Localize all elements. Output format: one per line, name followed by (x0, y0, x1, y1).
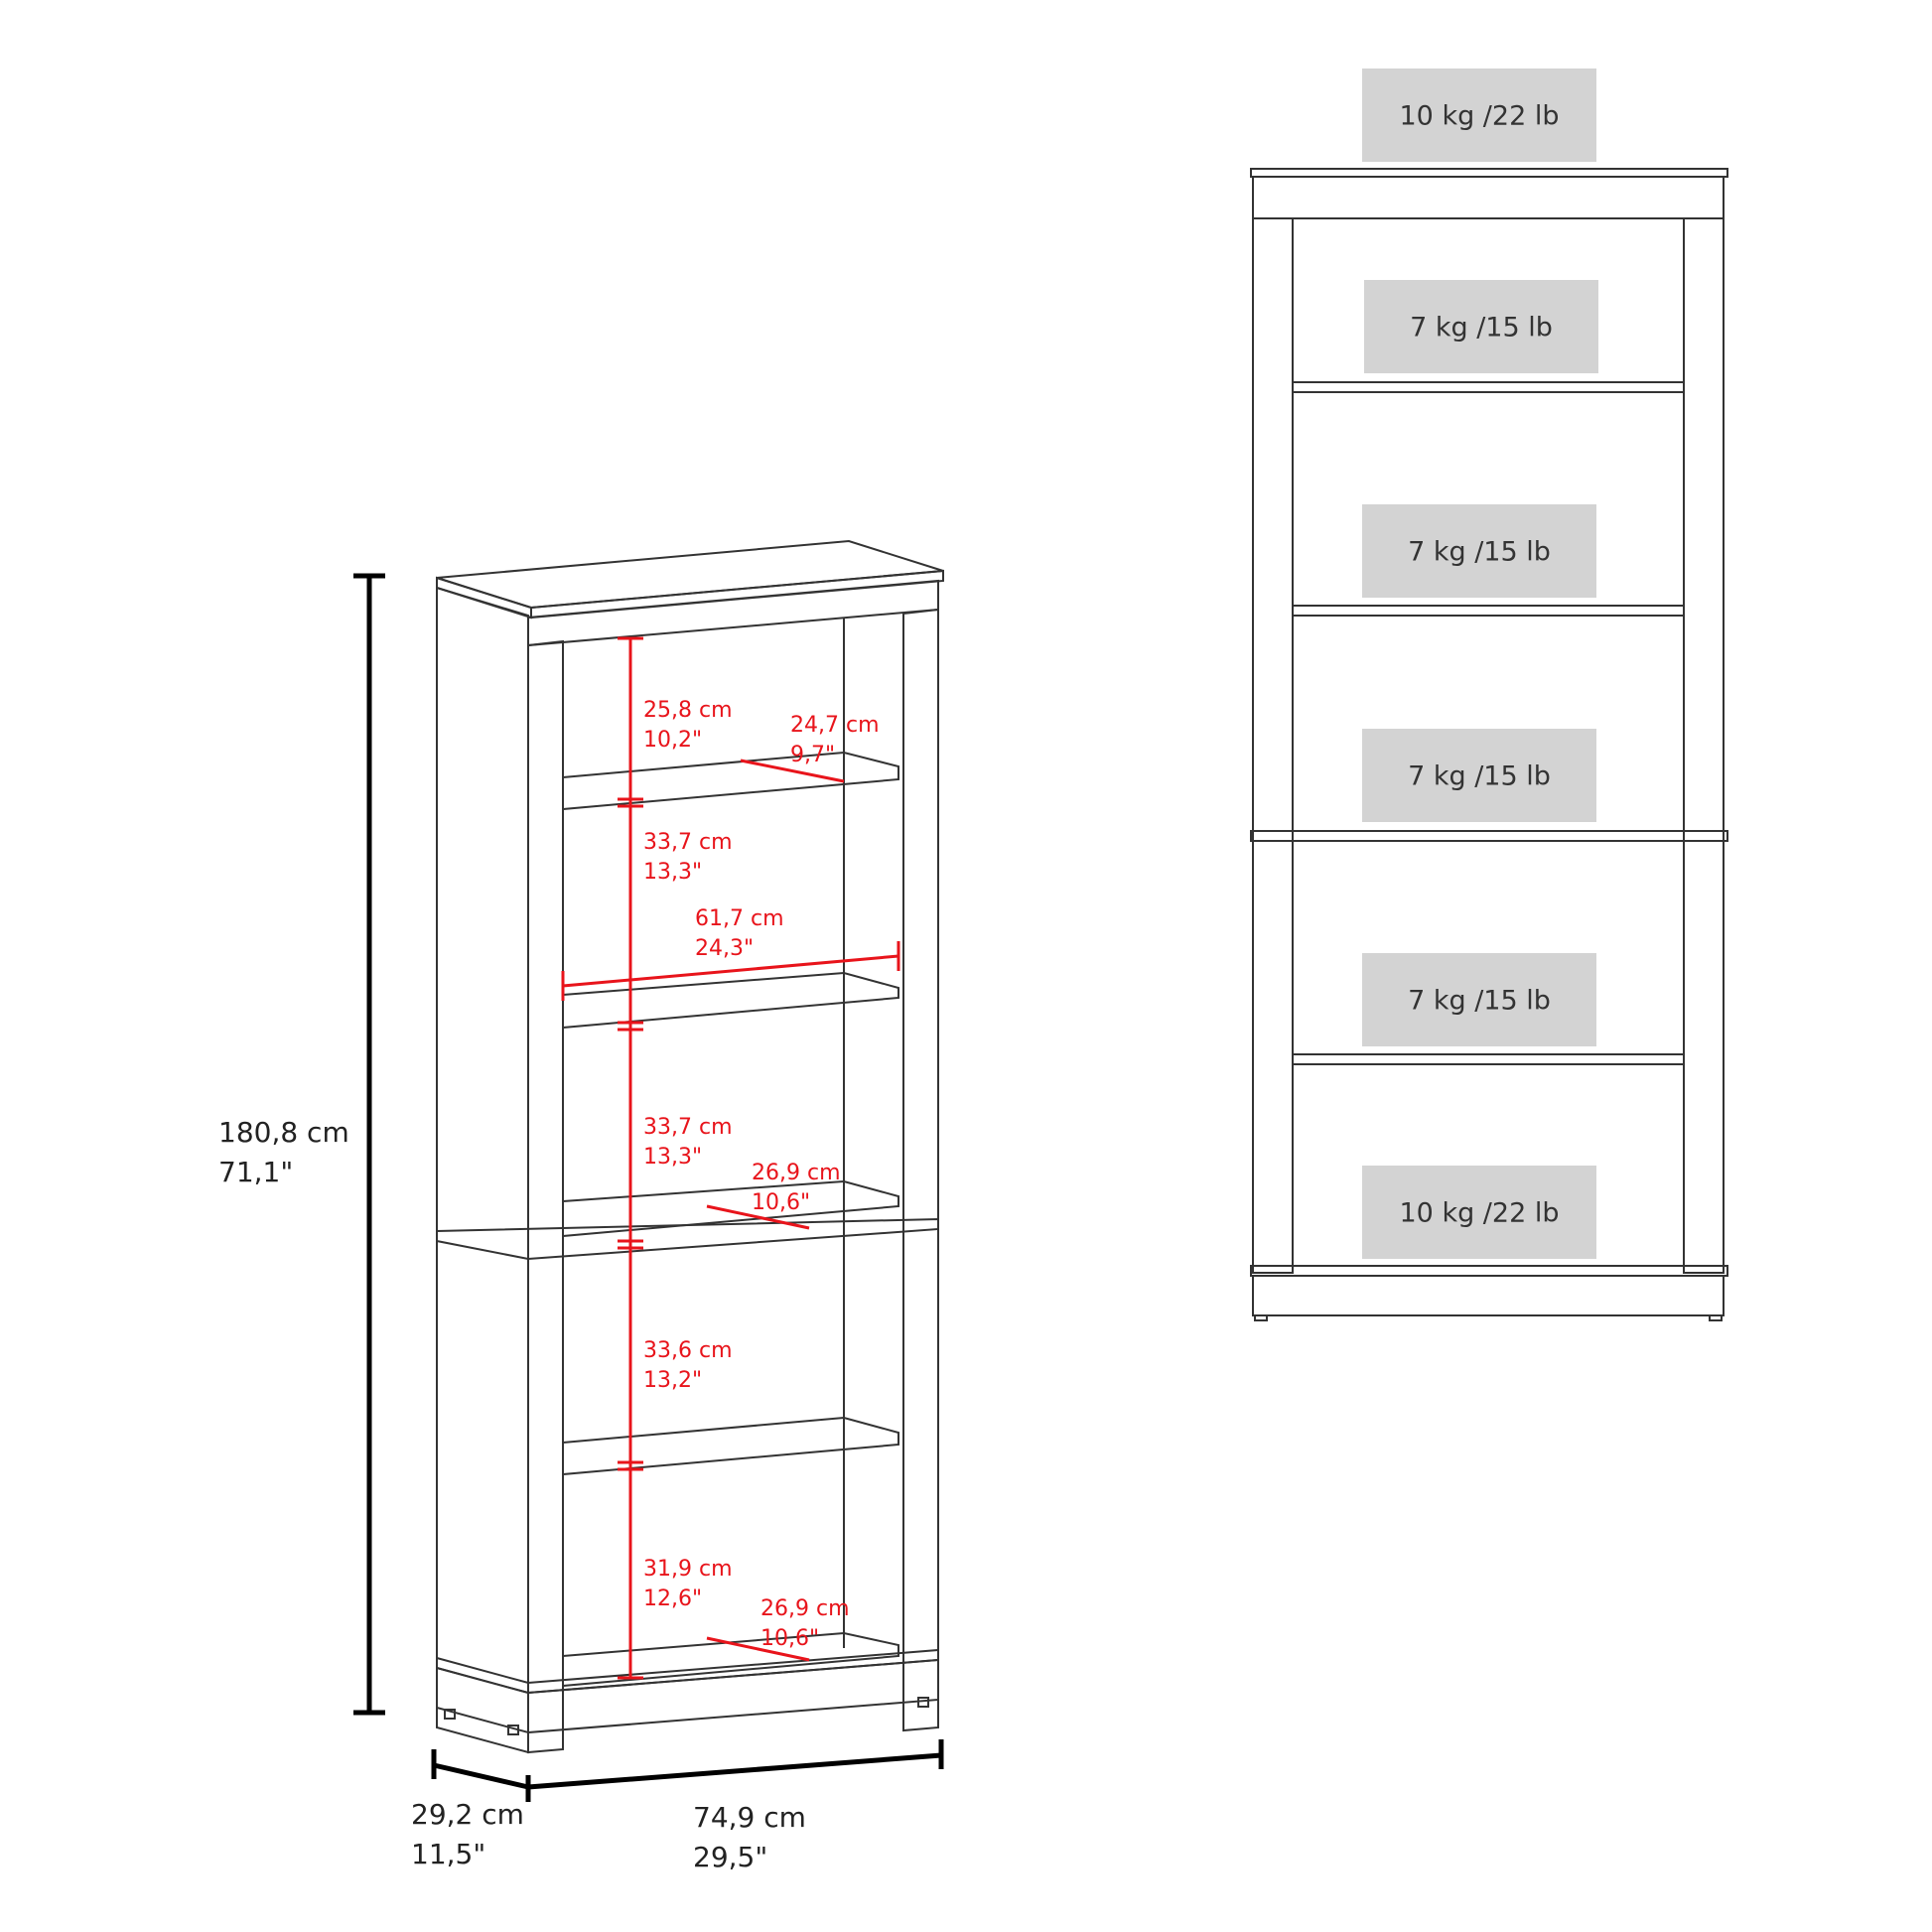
shelf-4 (562, 1416, 899, 1476)
shelf-depth-2-cm: 26,9 cm (752, 1161, 841, 1185)
shelf-depth-1-in: 9,7" (790, 743, 835, 767)
capacity-box-top (1362, 69, 1596, 162)
shelf-height-1-in: 10,2" (643, 728, 702, 753)
front-bottom-board (1250, 1265, 1728, 1277)
front-middle-divider (1250, 830, 1728, 842)
capacity-box-shelf-3 (1362, 729, 1596, 822)
shelf-depth-1-cm: 24,7 cm (790, 713, 880, 738)
shelf-depth-2-in: 10,6" (752, 1190, 810, 1215)
shelf-3 (562, 1179, 899, 1238)
bookcase-front-view (1250, 168, 1728, 1321)
height-cm-label: 180,8 cm (218, 1116, 349, 1149)
overall-height-dimension: 180,8 cm 71,1" (218, 573, 385, 1716)
depth-cm-label: 29,2 cm (411, 1798, 524, 1831)
capacity-shelf-2: 7 kg /15 lb (1408, 537, 1551, 568)
left-front-stile (527, 639, 564, 1754)
base-plinth-front (527, 1658, 939, 1734)
shelf-height-5-cm: 31,9 cm (643, 1557, 733, 1582)
capacity-box-shelf-2 (1362, 504, 1596, 598)
base-plinth-side (436, 1666, 529, 1734)
left-side-panel (436, 586, 529, 1754)
capacity-bottom: 10 kg /22 lb (1400, 1198, 1560, 1229)
shelf-height-1-cm: 25,8 cm (643, 698, 733, 723)
shelf-height-4-in: 13,2" (643, 1368, 702, 1393)
front-shelf-3 (1292, 1053, 1685, 1065)
shelf-height-4-cm: 33,6 cm (643, 1338, 733, 1363)
top-board-front (530, 569, 944, 620)
capacity-box-shelf-1 (1364, 280, 1598, 373)
shelf-depth-3-cm: 26,9 cm (760, 1596, 850, 1621)
right-front-stile (902, 608, 939, 1732)
capacity-shelf-1: 7 kg /15 lb (1410, 313, 1553, 344)
front-top-apron (1252, 176, 1725, 219)
foot-left (444, 1709, 456, 1720)
shelf-5-bottom (562, 1631, 899, 1688)
front-foot-left (1254, 1314, 1268, 1321)
foot-center (507, 1725, 519, 1735)
shelf-2 (562, 971, 899, 1030)
inner-width-in: 24,3" (695, 936, 754, 961)
front-left-side (1252, 217, 1294, 1274)
shelf-height-2-cm: 33,7 cm (643, 830, 733, 855)
capacity-box-shelf-4 (1362, 953, 1596, 1046)
shelf-height-3-in: 13,3" (643, 1145, 702, 1170)
front-foot-right (1709, 1314, 1723, 1321)
foot-right (917, 1697, 929, 1708)
shelf-depth-2-line (706, 1204, 810, 1230)
middle-divider (436, 1217, 939, 1261)
interior-dimensions: 25,8 cm 10,2" 33,7 cm 13,3" 33,7 cm 13,3… (561, 636, 900, 1680)
front-shelf-2 (1292, 605, 1685, 617)
shelf-1 (562, 751, 899, 811)
front-plinth (1252, 1275, 1725, 1316)
inner-width-cm: 61,7 cm (695, 906, 784, 931)
top-apron (527, 579, 939, 647)
top-board-surface (436, 539, 944, 610)
shelf-depth-3-line (706, 1636, 810, 1662)
bookcase-perspective-drawing (436, 539, 944, 1754)
front-right-side (1683, 217, 1725, 1274)
width-in-label: 29,5" (693, 1841, 767, 1873)
capacity-box-bottom (1362, 1166, 1596, 1259)
shelf-height-3-cm: 33,7 cm (643, 1115, 733, 1140)
front-shelf-1 (1292, 381, 1685, 393)
shelf-depth-1-line (740, 759, 845, 783)
inner-width-dimension-line (562, 954, 899, 988)
height-in-label: 71,1" (218, 1156, 293, 1188)
base-dimensions: 29,2 cm 11,5" 74,9 cm 29,5" (411, 1739, 944, 1873)
load-capacity-labels: 10 kg /22 lb 7 kg /15 lb 7 kg /15 lb 7 k… (1362, 69, 1598, 1259)
depth-in-label: 11,5" (411, 1838, 485, 1870)
base-board-top (436, 1648, 939, 1695)
shelf-height-5-in: 12,6" (643, 1587, 702, 1611)
front-top-board (1250, 168, 1728, 178)
capacity-top: 10 kg /22 lb (1400, 101, 1560, 132)
capacity-shelf-4: 7 kg /15 lb (1408, 986, 1551, 1017)
shelf-height-2-in: 13,3" (643, 860, 702, 885)
shelf-depth-3-in: 10,6" (760, 1626, 819, 1651)
width-cm-label: 74,9 cm (693, 1801, 806, 1834)
capacity-shelf-3: 7 kg /15 lb (1408, 761, 1551, 792)
